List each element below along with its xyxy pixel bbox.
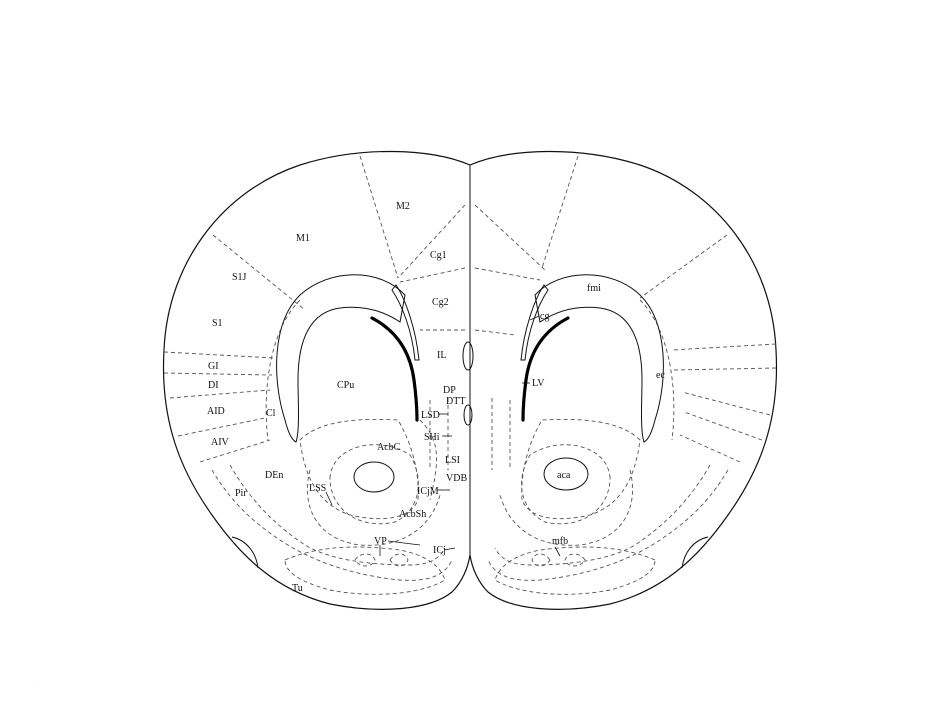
- label-Cg1: Cg1: [430, 250, 447, 261]
- right-acbsh-boundary: [499, 469, 633, 546]
- right-piriform-layer-inner: [494, 464, 711, 566]
- left-acb-core: [329, 444, 419, 525]
- label-mfb: mfb: [552, 536, 568, 547]
- label-AcbC: AcbC: [377, 442, 401, 453]
- label-Pir: Pir: [235, 488, 247, 499]
- right-tubercle: [494, 546, 656, 595]
- label-LSD: LSD: [421, 410, 440, 421]
- label-DTT: DTT: [446, 396, 465, 407]
- right-lateral-ventricle: [521, 316, 570, 422]
- left-anterior-commissure: [353, 461, 395, 493]
- left-acbsh-boundary: [307, 469, 441, 546]
- left-forceps-minor: [276, 274, 406, 443]
- label-ICj: ICj: [433, 545, 446, 556]
- left-piriform-layer-inner: [229, 464, 446, 566]
- label-IL: IL: [437, 350, 446, 361]
- label-AcbSh: AcbSh: [399, 509, 426, 520]
- label-M1: M1: [296, 233, 310, 244]
- label-cg: cg: [540, 311, 549, 322]
- right-labels: fmi cg ec LV aca mfb: [532, 283, 665, 547]
- right-anterior-commissure: [543, 457, 589, 491]
- label-SHi: SHi: [424, 432, 440, 443]
- label-DP: DP: [443, 385, 456, 396]
- cortical-boundaries: [163, 155, 777, 463]
- right-external-capsule: [639, 299, 675, 441]
- label-S1J: S1J: [232, 272, 247, 283]
- left-lateral-ventricle: [370, 316, 419, 422]
- left-striatum-boundary: [299, 418, 419, 520]
- right-striatum-boundary: [521, 418, 641, 520]
- label-CPu: CPu: [337, 380, 354, 391]
- label-VP: VP: [374, 536, 387, 547]
- left-labels: M2 M1 S1J Cg1 Cg2 S1 IL GI DI CPu DP DTT…: [207, 201, 467, 594]
- label-M2: M2: [396, 201, 410, 212]
- label-Cl: Cl: [266, 408, 276, 419]
- left-islands: [354, 553, 409, 567]
- label-fmi: fmi: [587, 283, 601, 294]
- right-piriform-layer-outer: [487, 469, 729, 581]
- label-LSI: LSI: [445, 455, 460, 466]
- left-ventral-lobe: [231, 536, 259, 569]
- label-ICjM: ICjM: [417, 486, 439, 497]
- left-piriform-layer-outer: [211, 469, 453, 581]
- label-LSS: LSS: [309, 483, 326, 494]
- label-ec: ec: [656, 370, 665, 381]
- left-tubercle: [284, 546, 446, 595]
- label-S1: S1: [212, 318, 223, 329]
- right-leader-lines: [522, 315, 561, 557]
- label-AID: AID: [207, 406, 225, 417]
- label-LV: LV: [532, 378, 545, 389]
- left-leader-lines: [325, 413, 456, 556]
- label-DI: DI: [208, 380, 219, 391]
- label-Tu: Tu: [292, 583, 303, 594]
- label-VDB: VDB: [446, 473, 467, 484]
- right-acb-core: [521, 444, 611, 525]
- label-aca: aca: [557, 470, 571, 481]
- label-DEn: DEn: [265, 470, 283, 481]
- label-AIV: AIV: [211, 437, 230, 448]
- right-forceps-minor: [534, 274, 664, 443]
- left-external-capsule: [265, 299, 301, 441]
- right-islands: [531, 553, 586, 567]
- label-GI: GI: [208, 361, 219, 372]
- label-Cg2: Cg2: [432, 297, 449, 308]
- right-ventral-lobe: [681, 536, 709, 569]
- left-cingulum: [391, 284, 420, 361]
- faint-footer-left: ·: [38, 678, 41, 688]
- right-cingulum-fiber: [520, 284, 549, 361]
- septal-structures: [419, 341, 511, 501]
